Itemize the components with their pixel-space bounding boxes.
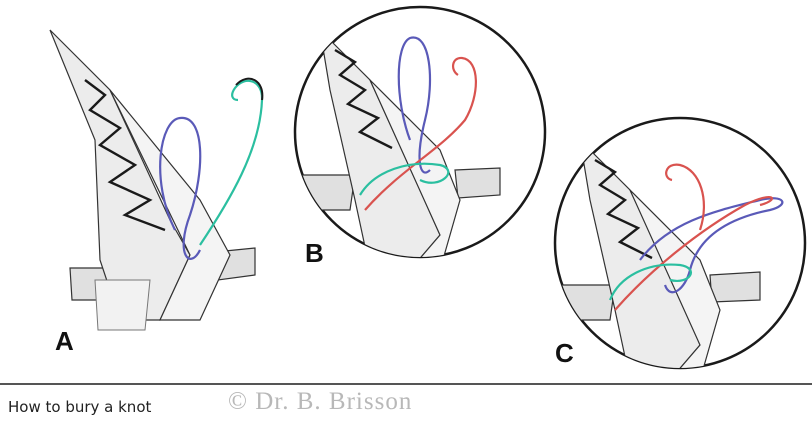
panel-c-illustration [555,118,805,380]
panel-label-a: A [55,326,74,356]
panel-a-illustration [50,30,262,330]
panel-b-illustration [295,7,545,270]
copyright-watermark: © Dr. B. Brisson [228,388,412,416]
panel-label-c: C [555,338,574,368]
figure-caption: How to bury a knot [8,398,151,416]
caption-divider [0,383,812,385]
panel-label-b: B [305,238,324,268]
